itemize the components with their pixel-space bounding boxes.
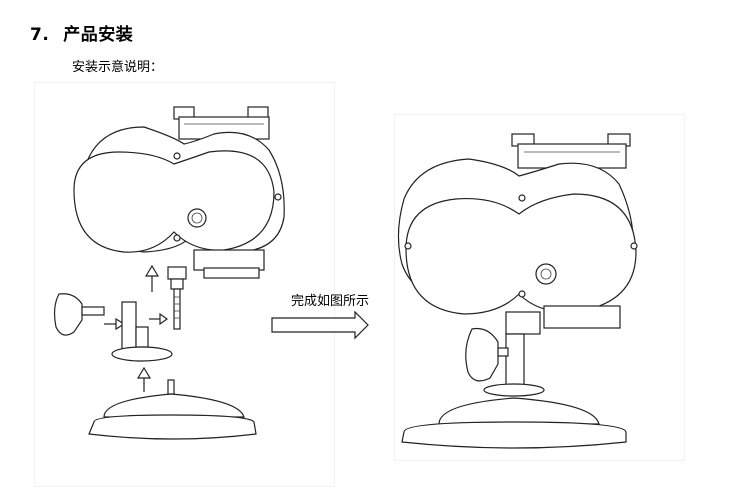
center-knob bbox=[187, 208, 207, 228]
front-cover bbox=[405, 193, 637, 315]
clamp-knob bbox=[53, 293, 105, 336]
suction-cup-base bbox=[88, 379, 257, 440]
front-cover bbox=[73, 150, 275, 253]
screw-top bbox=[173, 152, 181, 160]
exploded-assembly-drawing bbox=[53, 106, 285, 440]
assembled-product-figure bbox=[394, 114, 685, 461]
top-bracket bbox=[173, 106, 270, 140]
suction-cup-base bbox=[401, 383, 627, 449]
screw-bottom bbox=[173, 234, 181, 242]
arrow-up-icon bbox=[136, 366, 152, 392]
section-number: 7. bbox=[30, 25, 50, 45]
exploded-assembly-figure bbox=[34, 82, 335, 487]
completion-caption: 完成如图所示 bbox=[291, 294, 370, 309]
center-knob bbox=[535, 263, 557, 285]
arrow-right-icon bbox=[104, 317, 126, 331]
mount-assembly bbox=[465, 327, 525, 387]
section-title: 产品安装 bbox=[63, 25, 134, 45]
mount-post bbox=[121, 301, 149, 353]
arrow-right-icon bbox=[149, 312, 169, 326]
arrow-up-icon bbox=[144, 264, 160, 292]
section-subtitle: 安装示意说明： bbox=[72, 60, 164, 75]
assembled-product-drawing bbox=[397, 133, 638, 449]
mounting-screw bbox=[167, 266, 187, 330]
section-heading: 7. 产品安装 bbox=[30, 20, 133, 45]
